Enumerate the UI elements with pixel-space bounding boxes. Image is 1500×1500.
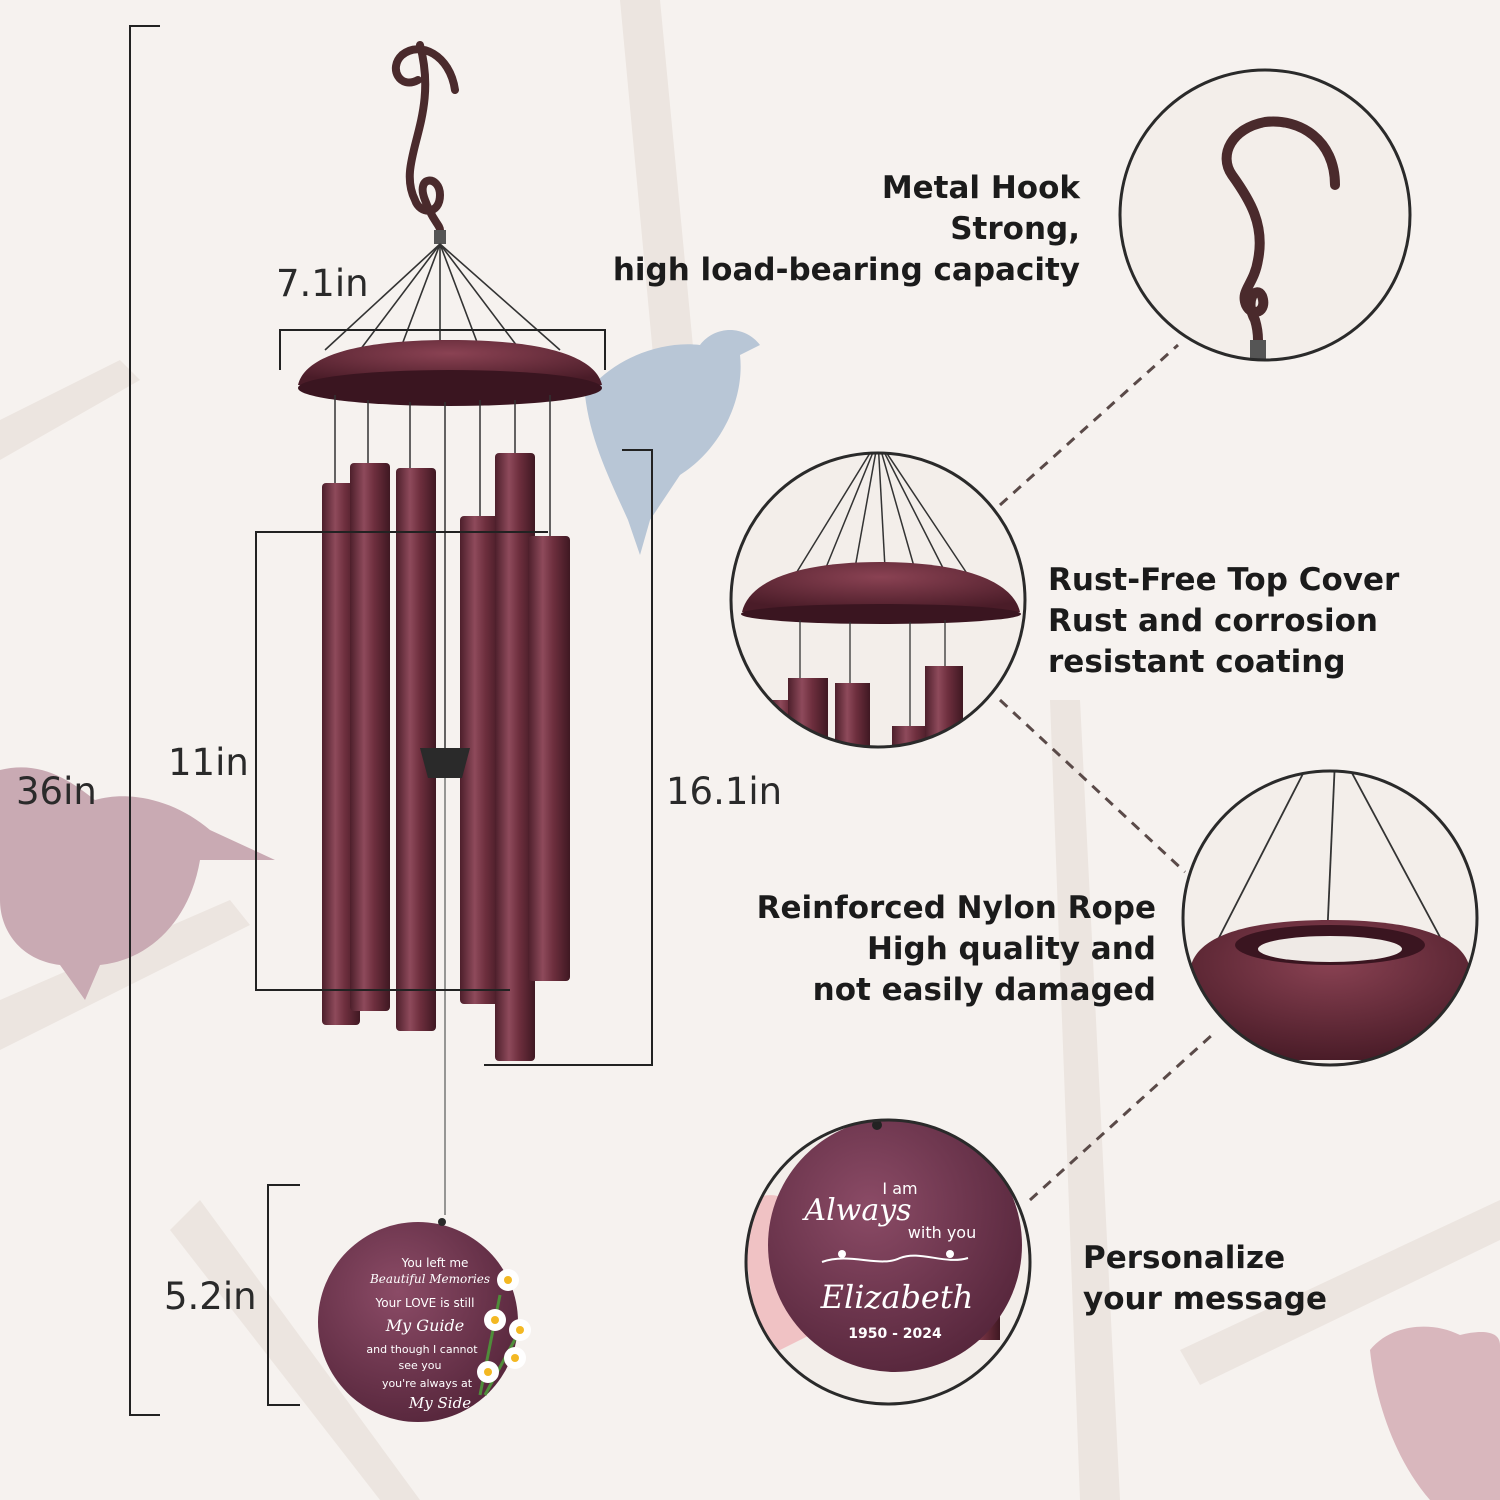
long-tube-label: 16.1in [666, 770, 783, 813]
custom-plaque-name: Elizabeth [820, 1278, 974, 1316]
chime-tube [528, 536, 570, 981]
plaque-line: you're always at [382, 1377, 473, 1390]
feature-line: not easily damaged [812, 972, 1156, 1008]
feature-nylon-rope: Reinforced Nylon Rope High quality and n… [757, 888, 1156, 1011]
daisy-illustration [477, 1269, 531, 1396]
plaque-line: see you [399, 1359, 442, 1372]
dimension-lines [129, 25, 653, 1416]
overall-height-bracket [129, 25, 160, 1416]
custom-plaque-years: 1950 - 2024 [848, 1326, 942, 1342]
chime-tube [460, 516, 502, 1004]
feature-line: Strong, [950, 211, 1080, 247]
chime-tube [350, 463, 390, 1011]
short-tube-bracket [255, 531, 548, 991]
custom-plaque-line: Always [801, 1193, 911, 1228]
top-width-label: 7.1in [276, 262, 369, 305]
feature-metal-hook: Metal Hook Strong, high load-bearing cap… [613, 168, 1080, 291]
feature-line: High quality and [866, 931, 1156, 967]
wind-chime: You left me Beautiful Memories Your LOVE… [298, 41, 602, 1422]
top-cover-icon [742, 562, 1020, 612]
plaque-line: Beautiful Memories [369, 1272, 490, 1286]
feature-top-cover: Rust-Free Top Cover Rust and corrosion r… [1048, 560, 1399, 683]
rope-detail-circle [1181, 769, 1479, 1067]
mauve-bird-silhouette [0, 767, 275, 1000]
plaque-height-label: 5.2in [164, 1275, 257, 1318]
plaque-line: My Guide [385, 1316, 464, 1335]
feature-title: Rust-Free Top Cover [1048, 562, 1400, 598]
plaque-line: Your LOVE is still [375, 1296, 475, 1310]
short-tube-label: 11in [168, 741, 249, 784]
feature-personalize: Personalize your message [1083, 1238, 1327, 1320]
vine-ornament [821, 1254, 969, 1263]
feature-line: high load-bearing capacity [612, 252, 1080, 288]
feature-line: your message [1083, 1281, 1328, 1317]
pink-bird-silhouette [1370, 1326, 1500, 1500]
feature-line: Rust and corrosion [1048, 603, 1378, 639]
long-tube-bracket [484, 449, 653, 1066]
plaque-icon [768, 1120, 1022, 1372]
hook-icon [1221, 116, 1340, 345]
hanging-strings [324, 243, 561, 351]
plaque-detail-circle: I am Always with you Elizabeth 1950 - 20… [744, 1118, 1032, 1406]
plaque-line: My Side [408, 1394, 471, 1412]
chime-tubes [322, 453, 570, 1061]
feature-title: Metal Hook [881, 170, 1080, 206]
hook-detail-circle [1118, 68, 1412, 362]
main-plaque-text: You left me Beautiful Memories Your LOVE… [366, 1256, 490, 1412]
custom-plaque-line: with you [908, 1223, 976, 1242]
plaque-line: and though I cannot [366, 1343, 478, 1356]
blue-bird-silhouette [585, 330, 760, 555]
striker [420, 748, 470, 778]
dashed-connectors [998, 343, 1214, 1202]
main-hook [391, 41, 459, 234]
chime-tube [495, 453, 535, 1061]
overall-height-label: 36in [16, 770, 97, 813]
feature-line: resistant coating [1048, 644, 1346, 680]
top-width-bracket [279, 329, 606, 370]
chime-tube [396, 468, 436, 1031]
feature-title: Reinforced Nylon Rope [756, 890, 1156, 926]
main-plaque [318, 1222, 518, 1422]
tube-strings [334, 395, 551, 760]
plaque-line: You left me [401, 1256, 469, 1270]
feature-title: Personalize [1083, 1240, 1286, 1276]
plaque-bracket [267, 1184, 300, 1406]
custom-plaque-line: I am [882, 1179, 917, 1198]
